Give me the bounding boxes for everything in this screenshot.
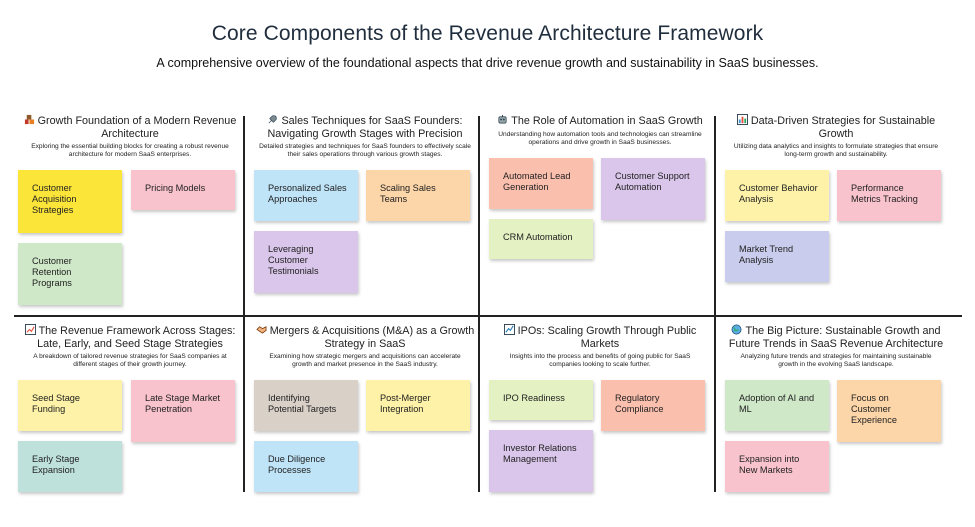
trend-chart-icon <box>24 324 36 335</box>
section-description: Insights into the process and benefits o… <box>509 353 691 368</box>
sticky-note: Early Stage Expansion <box>18 441 122 492</box>
column-divider <box>478 116 480 492</box>
sticky-note: Due Diligence Processes <box>254 441 358 492</box>
sticky-note: Regulatory Compliance <box>601 380 705 431</box>
sticky-note: Expansion into New Markets <box>725 441 829 492</box>
section-ipos: IPOs: Scaling Growth Through Public Mark… <box>486 324 714 369</box>
section-title: Data-Driven Strategies for Sustainable G… <box>722 114 950 140</box>
section-description: Exploring the essential building blocks … <box>31 143 229 158</box>
sticky-note: Customer Support Automation <box>601 158 705 220</box>
section-sales-techniques: Sales Techniques for SaaS Founders: Navi… <box>251 114 479 159</box>
column-divider <box>714 116 716 492</box>
sticky-note: Customer Acquisition Strategies <box>18 170 122 233</box>
section-growth-foundation: Growth Foundation of a Modern Revenue Ar… <box>16 114 244 159</box>
column-divider <box>243 116 245 492</box>
sticky-note: Investor Relations Management <box>489 430 593 492</box>
handshake-icon <box>256 326 267 334</box>
section-title: Sales Techniques for SaaS Founders: Navi… <box>267 115 463 140</box>
building-blocks-icon <box>24 114 34 125</box>
row-divider <box>14 315 962 317</box>
sticky-note: Post-Merger Integration <box>366 380 470 431</box>
section-title: The Big Picture: Sustainable Growth and … <box>728 324 944 350</box>
section-description: Examining how strategic mergers and acqu… <box>269 353 461 368</box>
sticky-note: Late Stage Market Penetration <box>131 380 235 442</box>
sticky-note: Automated Lead Generation <box>489 158 593 209</box>
sticky-note: Performance Metrics Tracking <box>837 170 941 221</box>
section-title: The Revenue Framework Across Stages: Lat… <box>16 324 244 350</box>
sticky-note: Market Trend Analysis <box>725 231 829 282</box>
section-data-driven: Data-Driven Strategies for Sustainable G… <box>722 114 950 159</box>
sticky-note: Customer Retention Programs <box>18 243 122 305</box>
section-description: Analyzing future trends and strategies f… <box>740 353 932 368</box>
section-title: Mergers & Acquisitions (M&A) as a Growth… <box>251 324 479 350</box>
section-title: Growth Foundation of a Modern Revenue Ar… <box>16 114 244 140</box>
sticky-note: Adoption of AI and ML <box>725 380 829 431</box>
sticky-note: Focus on Customer Experience <box>837 380 941 442</box>
section-automation: The Role of Automation in SaaS Growth Un… <box>486 114 714 147</box>
section-revenue-stages: The Revenue Framework Across Stages: Lat… <box>16 324 244 369</box>
ipo-chart-icon <box>503 324 515 335</box>
sticky-note: Leveraging Customer Testimonials <box>254 231 358 293</box>
page-subtitle: A comprehensive overview of the foundati… <box>156 56 819 70</box>
sticky-note: Seed Stage Funding <box>18 380 122 431</box>
sticky-note: CRM Automation <box>489 219 593 259</box>
bar-chart-icon <box>736 114 748 125</box>
section-description: Detailed strategies and techniques for S… <box>259 143 471 158</box>
framework-board: Growth Foundation of a Modern Revenue Ar… <box>14 112 962 496</box>
section-description: Utilizing data analytics and insights to… <box>733 143 939 158</box>
sticky-note: Scaling Sales Teams <box>366 170 470 221</box>
sticky-note: Pricing Models <box>131 170 235 210</box>
globe-icon <box>732 324 742 335</box>
robot-icon <box>498 114 507 124</box>
sticky-note: Personalized Sales Approaches <box>254 170 358 221</box>
section-description: Understanding how automation tools and t… <box>498 130 702 146</box>
section-big-picture: The Big Picture: Sustainable Growth and … <box>722 324 950 369</box>
section-description: A breakdown of tailored revenue strategi… <box>33 353 227 368</box>
section-title: The Role of Automation in SaaS Growth <box>486 114 714 128</box>
page-title: Core Components of the Revenue Architect… <box>211 22 764 45</box>
rocket-icon <box>269 115 278 124</box>
section-title: IPOs: Scaling Growth Through Public Mark… <box>486 324 714 350</box>
section-mergers-acquisitions: Mergers & Acquisitions (M&A) as a Growth… <box>251 324 479 369</box>
sticky-note: Customer Behavior Analysis <box>725 170 829 221</box>
sticky-note: IPO Readiness <box>489 380 593 420</box>
sticky-note: Identifying Potential Targets <box>254 380 358 431</box>
